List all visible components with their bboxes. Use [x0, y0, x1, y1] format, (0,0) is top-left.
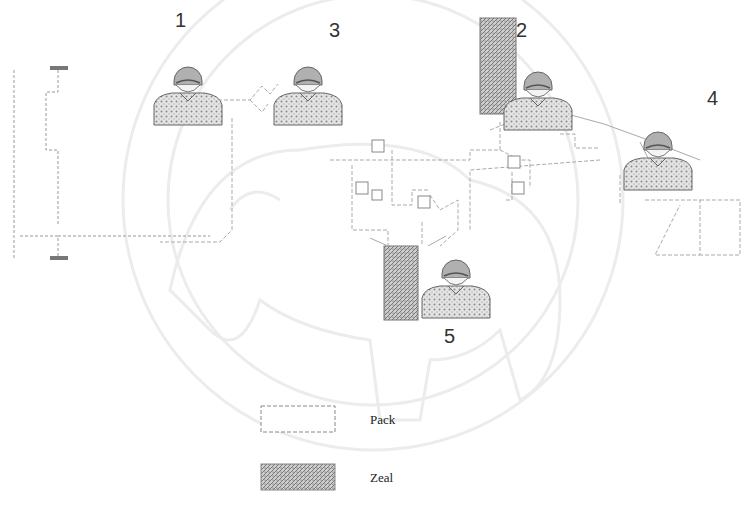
callout-number: 5	[444, 326, 455, 346]
legend-swatch	[260, 405, 338, 435]
callout-number: 3	[329, 20, 340, 40]
legend-swatch	[260, 463, 338, 493]
legend-text: Pack	[370, 413, 395, 426]
callout-number: 2	[516, 20, 527, 40]
legend-text: Zeal	[370, 471, 393, 484]
callout-number: 4	[707, 88, 718, 108]
callout-number: 1	[175, 10, 186, 30]
